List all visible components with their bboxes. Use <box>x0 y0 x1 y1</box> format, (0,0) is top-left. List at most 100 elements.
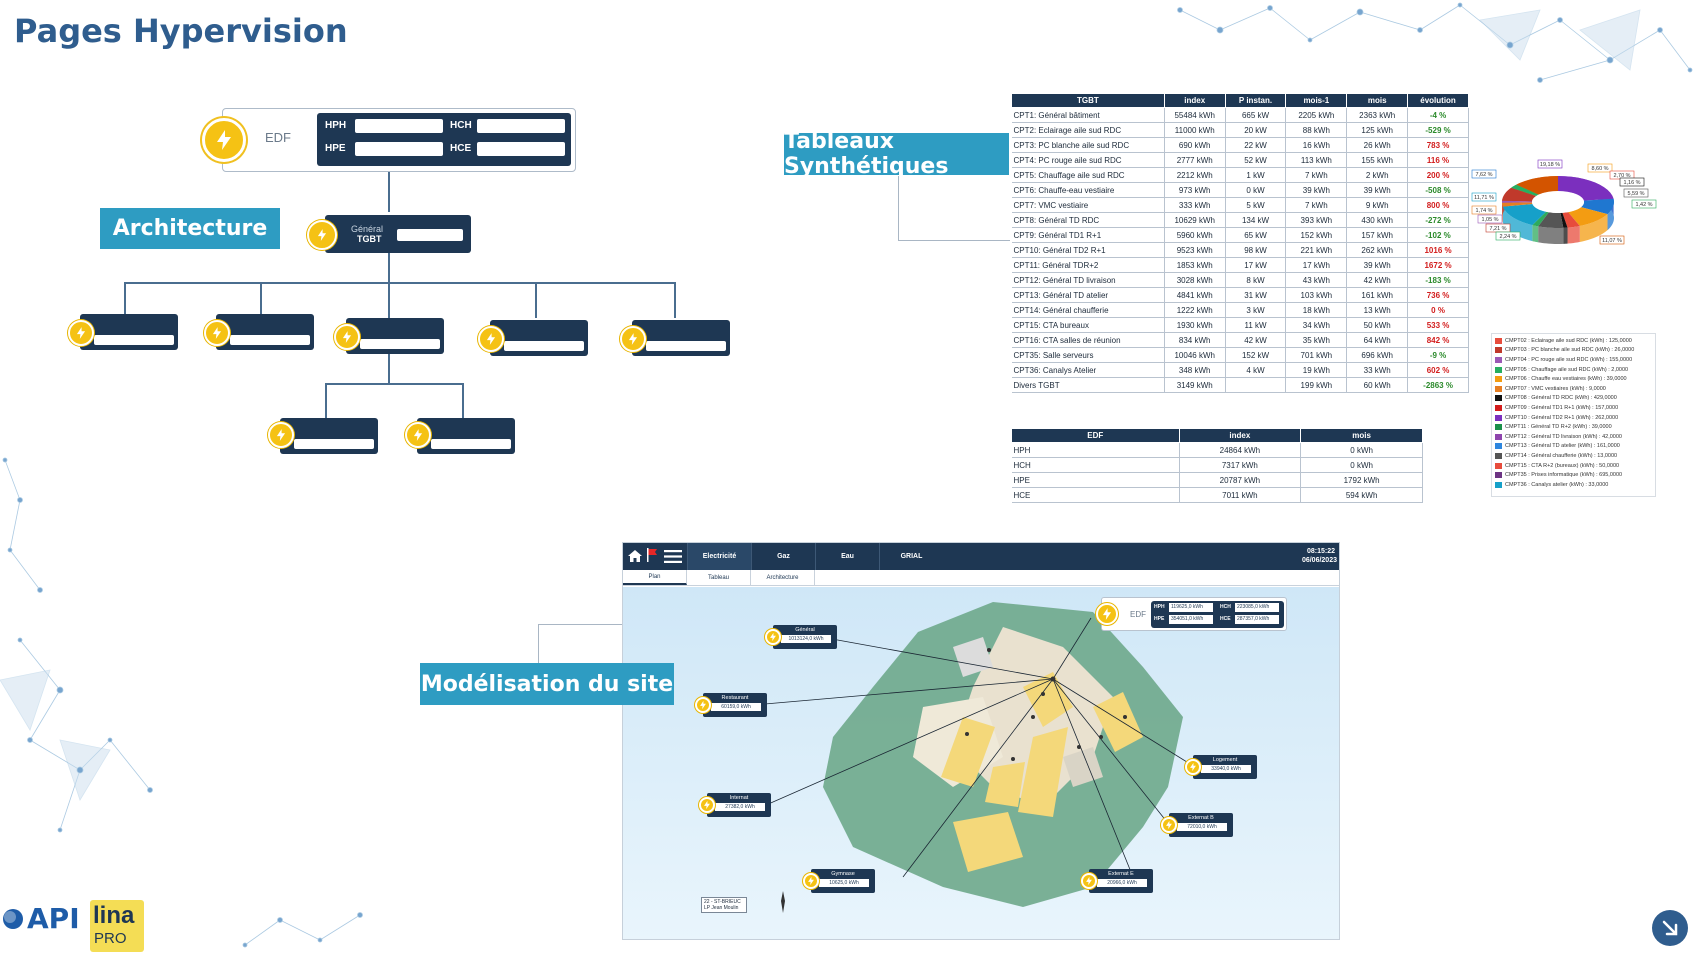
legend-swatch <box>1495 481 1502 488</box>
building-name: Restaurant <box>721 695 749 701</box>
table-cell: 1222 kWh <box>1164 302 1226 318</box>
building-value: 20966,0 kWh <box>1097 879 1147 887</box>
table-cell: 1016 % <box>1407 242 1469 258</box>
map-edf-field-value: 223085,0 kWh <box>1235 603 1279 612</box>
table-cell: 5 kW <box>1225 197 1287 213</box>
legend-item: CMPT11 : Général TD R+2 (kWh) : 39,0000 <box>1495 422 1652 432</box>
map-edf-field-value: 287357,0 kWh <box>1235 615 1279 624</box>
app-subtab-tableau[interactable]: Tableau <box>687 570 751 585</box>
app-subtab-architecture[interactable]: Architecture <box>751 570 815 585</box>
donut-label-box <box>1623 188 1649 198</box>
next-slide-button[interactable] <box>1652 910 1688 946</box>
table-cell: HPE <box>1011 472 1180 488</box>
map-edf-field-label: HCE <box>1220 616 1231 622</box>
table-cell: 1853 kWh <box>1164 257 1226 273</box>
menu-icon[interactable] <box>664 549 682 564</box>
legend-text: CMPT35 : Prises informatique (kWh) : 695… <box>1505 472 1623 479</box>
table-cell: CPT35: Salle serveurs <box>1011 347 1165 363</box>
app-tab-gaz[interactable]: Gaz <box>751 543 815 570</box>
table-cell: 533 % <box>1407 317 1469 333</box>
donut-label: 8,60 % <box>1591 166 1608 172</box>
table-cell: CPT2: Eclairage aile sud RDC <box>1011 122 1165 138</box>
home-icon[interactable] <box>627 548 643 564</box>
app-tab-grial[interactable]: GRIAL <box>879 543 943 570</box>
child-node <box>80 314 178 350</box>
table-cell: CPT7: VMC vestiaire <box>1011 197 1165 213</box>
legend-item: CMPT03 : PC blanche aile sud RDC (kWh) :… <box>1495 346 1652 356</box>
legend-text: CMPT04 : PC rouge aile sud RDC (kWh) : 1… <box>1505 356 1633 363</box>
table-cell: 134 kW <box>1225 212 1287 228</box>
building-value: 10625,0 kWh <box>819 879 869 887</box>
donut-label-box <box>1599 235 1625 245</box>
table-cell: CPT16: CTA salles de réunion <box>1011 332 1165 348</box>
legend-text: CMPT06 : Chauffe eau vestiaires (kWh) : … <box>1505 376 1627 383</box>
table-cell: 393 kWh <box>1285 212 1348 228</box>
api-logo: API <box>2 902 80 935</box>
donut-slice-side <box>1502 206 1533 242</box>
donut-label: 11,71 % <box>1474 195 1494 201</box>
table-cell: 18 kWh <box>1285 302 1348 318</box>
donut-label: 7,62 % <box>1475 172 1492 178</box>
app-subtab-plan[interactable]: Plan <box>623 570 687 585</box>
lightning-bolt-icon <box>478 326 504 352</box>
donut-label: 19,18 % <box>1540 162 1560 168</box>
edf-label: EDF <box>265 130 291 145</box>
map-edf-field-value: 354051,0 kWh <box>1169 615 1213 624</box>
lightning-bolt-icon <box>699 797 715 813</box>
table-cell: 1930 kWh <box>1164 317 1226 333</box>
table-cell: 20787 kWh <box>1179 472 1302 488</box>
table-cell: CPT9: Général TD1 R+1 <box>1011 227 1165 243</box>
table-cell: -102 % <box>1407 227 1469 243</box>
field-hpe-value <box>355 142 443 156</box>
table-cell: 973 kWh <box>1164 182 1226 198</box>
building-value: 1013124,0 kWh <box>781 635 831 643</box>
legend-swatch <box>1495 356 1502 363</box>
lightning-bolt-icon <box>334 324 360 350</box>
table-cell: 0 kWh <box>1300 442 1423 458</box>
app-tab-electricit[interactable]: Electricité <box>687 543 751 570</box>
building-node[interactable]: Externat E 20966,0 kWh <box>1089 869 1153 893</box>
donut-label: 2,70 % <box>1613 173 1630 179</box>
legend-item: CMPT04 : PC rouge aile sud RDC (kWh) : 1… <box>1495 355 1652 365</box>
table-cell: 842 % <box>1407 332 1469 348</box>
chart-legend: CMPT02 : Eclairage aile sud RDC (kWh) : … <box>1491 333 1656 497</box>
table-cell: CPT10: Général TD2 R+1 <box>1011 242 1165 258</box>
legend-swatch <box>1495 366 1502 373</box>
building-node[interactable]: Général 1013124,0 kWh <box>773 625 837 649</box>
table-cell: 2205 kWh <box>1285 107 1348 123</box>
donut-label: 1,05 % <box>1481 217 1498 223</box>
clock-date: 06/06/2023 <box>1301 557 1337 564</box>
table-header-cell: évolution <box>1407 93 1469 108</box>
legend-swatch <box>1495 347 1502 354</box>
donut-label-box <box>1537 159 1563 169</box>
table-cell: 2 kWh <box>1346 167 1409 183</box>
connector <box>124 282 676 284</box>
legend-text: CMPT13 : Général TD atelier (kWh) : 161,… <box>1505 443 1620 450</box>
table-cell: HCH <box>1011 457 1180 473</box>
field-label-hph: HPH <box>325 120 347 131</box>
app-tab-eau[interactable]: Eau <box>815 543 879 570</box>
building-name: Externat E <box>1108 871 1134 877</box>
flag-icon[interactable] <box>645 547 659 563</box>
building-name: Général <box>795 627 815 633</box>
network-decoration-top-right <box>1177 2 1693 83</box>
donut-slice <box>1516 176 1558 195</box>
connector <box>538 624 539 664</box>
site-plan-drawing <box>752 602 1196 907</box>
table-cell: 4 kW <box>1225 362 1287 378</box>
donut-label: 11,07 % <box>1602 238 1622 244</box>
table-cell: 3 kW <box>1225 302 1287 318</box>
donut-slice <box>1560 212 1568 228</box>
table-cell: 39 kWh <box>1285 182 1348 198</box>
